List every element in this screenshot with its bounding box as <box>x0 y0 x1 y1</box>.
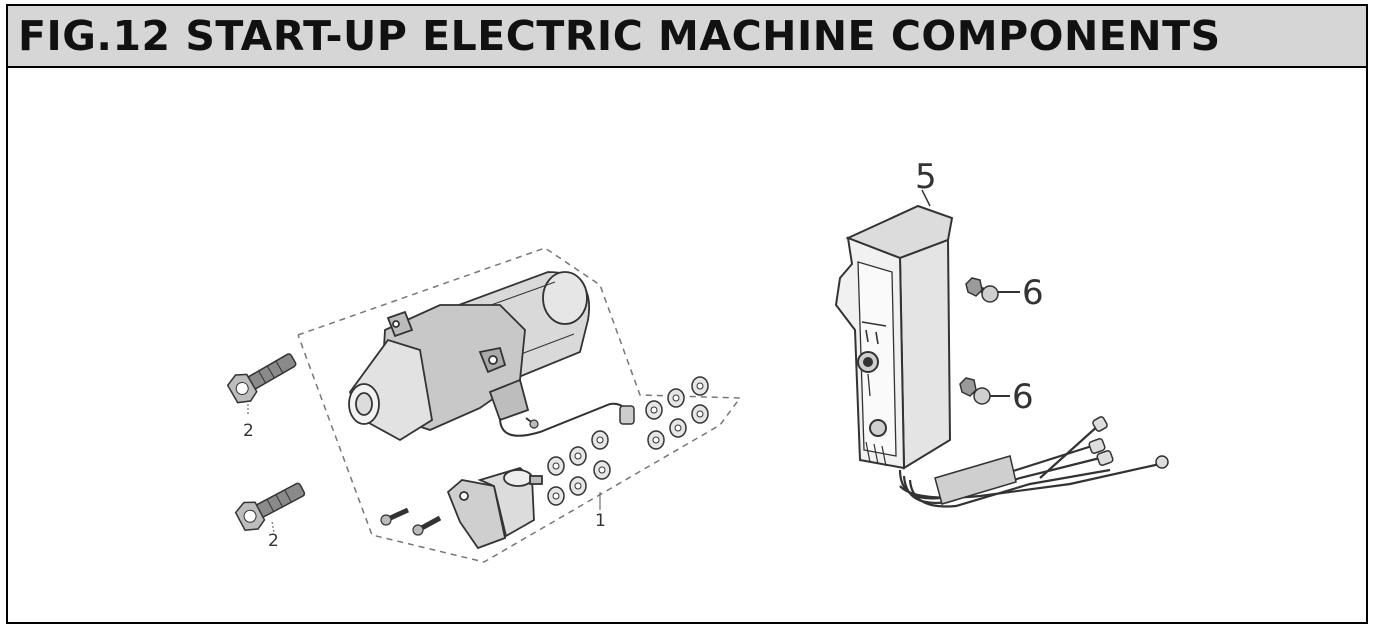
screw-upper <box>965 277 1020 303</box>
callout-bolt-upper: 2 <box>243 421 254 441</box>
small-screw <box>525 417 539 429</box>
bolt-lower <box>232 474 310 536</box>
starter-motor <box>348 271 590 442</box>
page-title: FIG.12 START-UP ELECTRIC MACHINE COMPONE… <box>18 12 1221 60</box>
diagram-frame: FIG.12 START-UP ELECTRIC MACHINE COMPONE… <box>6 4 1368 624</box>
bolt-upper <box>224 345 302 416</box>
callout-control-box: 5 <box>915 157 937 197</box>
harness-connectors <box>1088 416 1169 469</box>
harness-sleeve <box>934 455 1017 505</box>
callout-screw-lower: 6 <box>1012 377 1034 417</box>
control-box <box>834 204 954 470</box>
screw-lower <box>959 377 1010 405</box>
washer-holes <box>552 382 704 500</box>
washer-set <box>547 376 709 506</box>
cable-terminal <box>619 405 635 425</box>
callout-starter-assembly: 1 <box>595 511 606 531</box>
solenoid <box>446 466 543 550</box>
solenoid-screws <box>380 507 442 536</box>
assembly-boundary <box>297 247 742 563</box>
leader-control-box <box>921 189 931 207</box>
callout-screw-upper: 6 <box>1022 273 1044 313</box>
callout-bolt-lower: 2 <box>268 531 279 551</box>
title-bar: FIG.12 START-UP ELECTRIC MACHINE COMPONE… <box>8 6 1366 68</box>
